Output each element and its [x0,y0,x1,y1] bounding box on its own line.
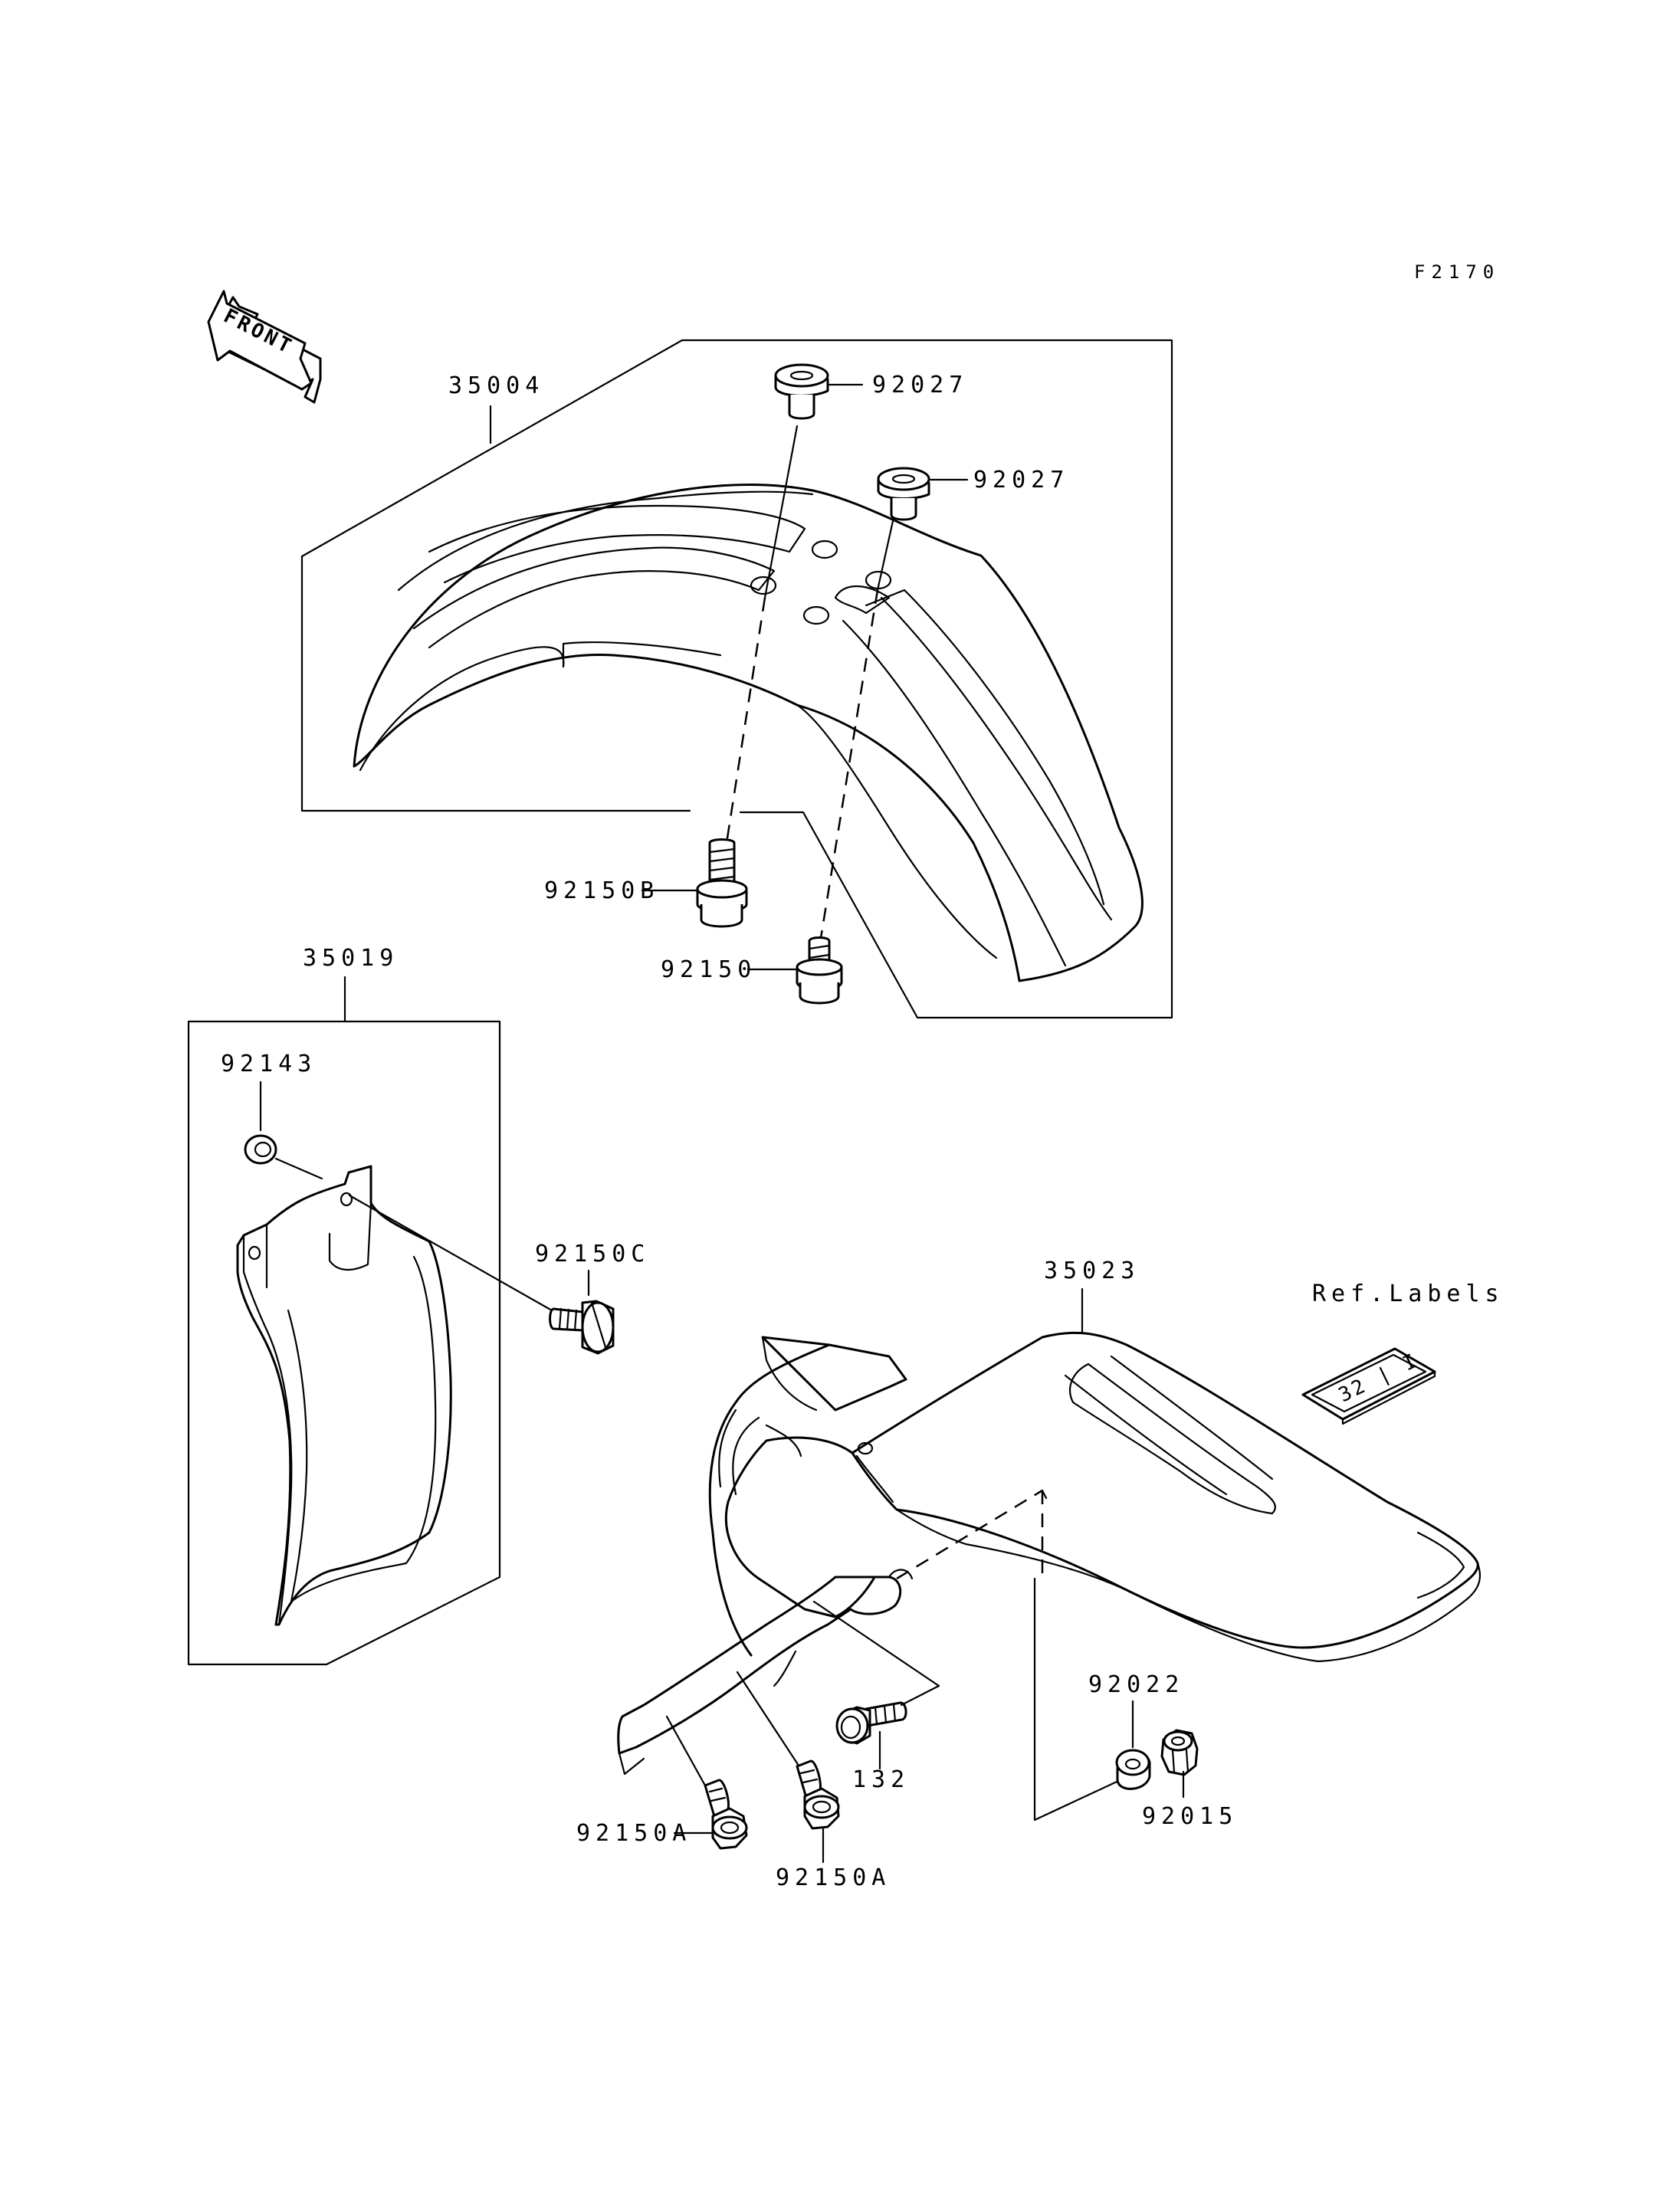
ref-label-tag: 32 | I [1301,1347,1436,1425]
collar-92027-a [774,363,829,420]
callout-92150C: 92150C [535,1241,650,1267]
bolt-92150A-2 [796,1759,840,1830]
callout-92150: 92150 [661,956,756,983]
callout-35023: 35023 [1044,1258,1140,1284]
bolt-132 [835,1701,907,1745]
callout-92150A-2: 92150A [776,1864,891,1891]
callout-92027-a: 92027 [872,372,968,398]
callout-92150B: 92150B [544,877,659,904]
washer-92143 [244,1134,277,1165]
figure-code: F2170 [1414,261,1500,283]
rear-fender-group: 35023 [576,1258,1504,1891]
callout-132: 132 [852,1766,910,1793]
callout-35004: 35004 [448,372,544,399]
bolt-92150A-1 [704,1779,748,1850]
front-direction-arrow: FRONT [207,290,322,404]
mud-guard [236,1165,452,1626]
front-fender-group: 35004 92027 [300,339,1173,1019]
rear-fender [617,1331,1481,1776]
callout-92027-b: 92027 [973,467,1069,494]
nut-92015 [1160,1729,1199,1776]
callout-ref-labels: Ref.Labels [1312,1280,1504,1307]
collar-92022 [1115,1749,1151,1790]
mud-guard-callout-box [187,1020,501,1666]
callout-92022: 92022 [1088,1671,1184,1698]
callout-92150A-1: 92150A [576,1820,691,1847]
bolt-92150B [696,838,748,928]
front-fender [353,484,1144,982]
front-fender-callout-box [681,339,1173,1019]
callout-35019: 35019 [303,945,399,972]
bolt-92150C [549,1300,615,1355]
collar-92027-b [877,467,930,521]
mud-guard-group: 35019 92143 92150C [187,945,650,1666]
bolt-92150 [796,936,843,1005]
callout-92015: 92015 [1142,1803,1238,1830]
callout-92143: 92143 [221,1051,317,1077]
